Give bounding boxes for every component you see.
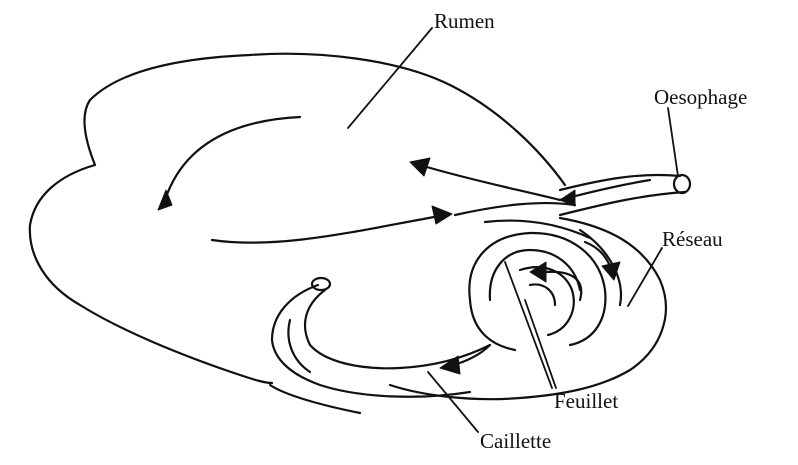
leader-rumen bbox=[348, 28, 432, 128]
label-reseau: Réseau bbox=[662, 227, 723, 251]
arrowhead-rumen-upper bbox=[158, 190, 172, 210]
feuillet-outline bbox=[469, 233, 605, 350]
arrow-rumen-lower bbox=[212, 216, 440, 243]
label-caillette: Caillette bbox=[480, 429, 551, 453]
arrowhead-cardia bbox=[410, 158, 430, 176]
leader-caillette bbox=[428, 372, 478, 432]
caillette-outline bbox=[272, 278, 490, 397]
arrowhead-rumen-lower bbox=[432, 206, 452, 224]
arrow-rumen-upper-loop bbox=[165, 117, 300, 200]
arrowhead-feuillet bbox=[530, 262, 546, 282]
label-feuillet: Feuillet bbox=[554, 389, 618, 413]
leader-oesophage bbox=[668, 108, 678, 176]
arrow-heads bbox=[158, 158, 620, 374]
label-oesophage: Oesophage bbox=[654, 85, 747, 109]
leader-feuillet-2 bbox=[525, 300, 556, 388]
arrowhead-caillette bbox=[440, 356, 460, 374]
arrow-rumen-cardia bbox=[420, 165, 560, 200]
flow-arrows bbox=[165, 117, 650, 366]
label-rumen: Rumen bbox=[434, 9, 495, 33]
